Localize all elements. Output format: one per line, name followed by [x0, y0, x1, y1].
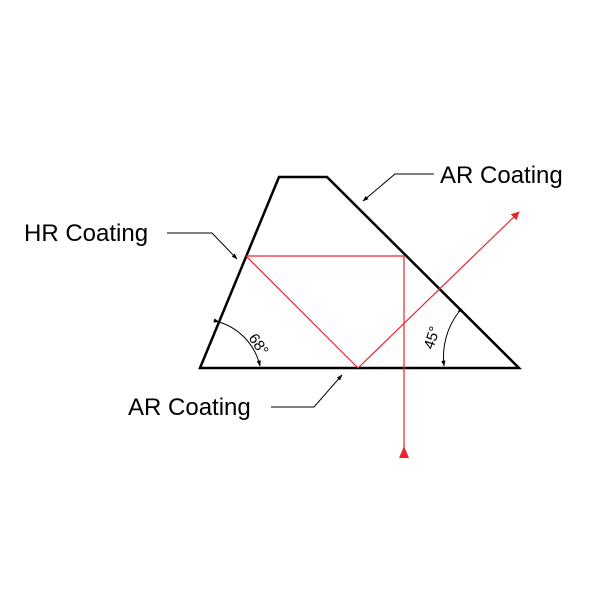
beam-entry-arrowhead — [399, 446, 409, 458]
leader-ar-bottom — [271, 374, 343, 408]
beam-outgoing — [357, 211, 520, 369]
label-ar-coating-top: AR Coating — [440, 162, 563, 189]
angle-label-left: 68° — [245, 331, 272, 359]
leader-hr — [167, 232, 238, 260]
beam-path — [245, 211, 520, 452]
prism-outline — [198, 175, 523, 370]
angle-arc-right — [441, 307, 463, 367]
leader-ar-top — [362, 173, 434, 202]
beam-down-to-base — [245, 255, 359, 369]
label-hr-coating: HR Coating — [24, 220, 148, 247]
angle-label-right: 45° — [421, 324, 444, 351]
angle-arc-left — [213, 318, 261, 367]
label-ar-coating-bottom: AR Coating — [128, 394, 251, 421]
